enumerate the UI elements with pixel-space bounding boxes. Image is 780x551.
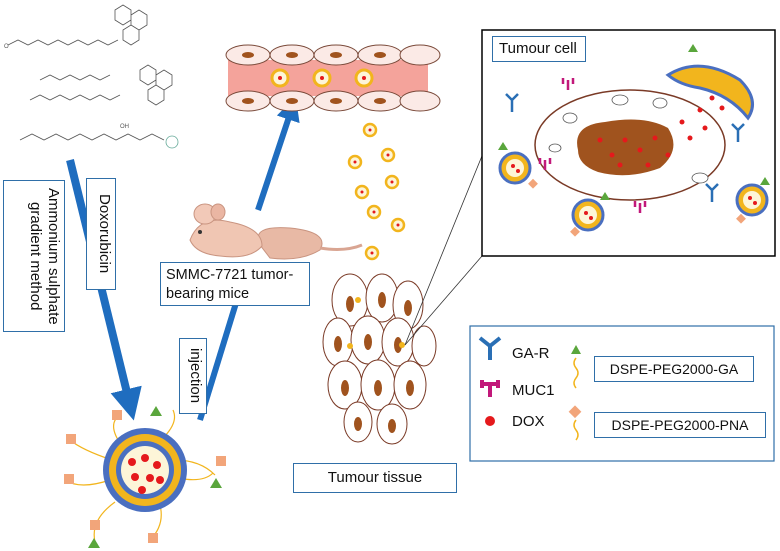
mouse-image <box>189 203 363 260</box>
injection-label: injection <box>179 338 207 414</box>
up-arrow <box>255 96 300 211</box>
pna-ligand-icon <box>573 419 579 441</box>
chemical-structures: O OH <box>4 4 179 149</box>
svg-text:OH: OH <box>120 124 129 130</box>
legend-symbols <box>478 336 582 441</box>
legend-dspe-pna-label: DSPE-PEG2000-PNA <box>594 412 766 438</box>
legend-dspe-ga-label: DSPE-PEG2000-GA <box>594 356 754 382</box>
liposome-large <box>64 406 226 548</box>
ga-ligand-icon <box>573 357 579 389</box>
svg-text:O: O <box>4 44 9 50</box>
legend-dox-label: DOX <box>512 413 545 430</box>
legend-gar-label: GA-R <box>512 345 550 362</box>
legend-panel <box>469 325 775 462</box>
muc1-icon <box>480 380 500 397</box>
tumour-cell <box>498 44 770 237</box>
tumour-cell-label: Tumour cell <box>492 36 586 62</box>
liposome-trail <box>347 122 406 261</box>
doxorubicin-label: Doxorubicin <box>86 178 116 290</box>
dox-icon <box>485 416 495 426</box>
mice-label: SMMC-7721 tumor-bearing mice <box>160 262 310 306</box>
legend-muc1-label: MUC1 <box>512 382 555 399</box>
blood-vessel <box>225 44 441 112</box>
ammonium-method-label: Ammonium sulphate gradient method <box>3 180 65 332</box>
gar-icon <box>478 336 502 360</box>
tumour-tissue-label: Tumour tissue <box>293 463 457 493</box>
